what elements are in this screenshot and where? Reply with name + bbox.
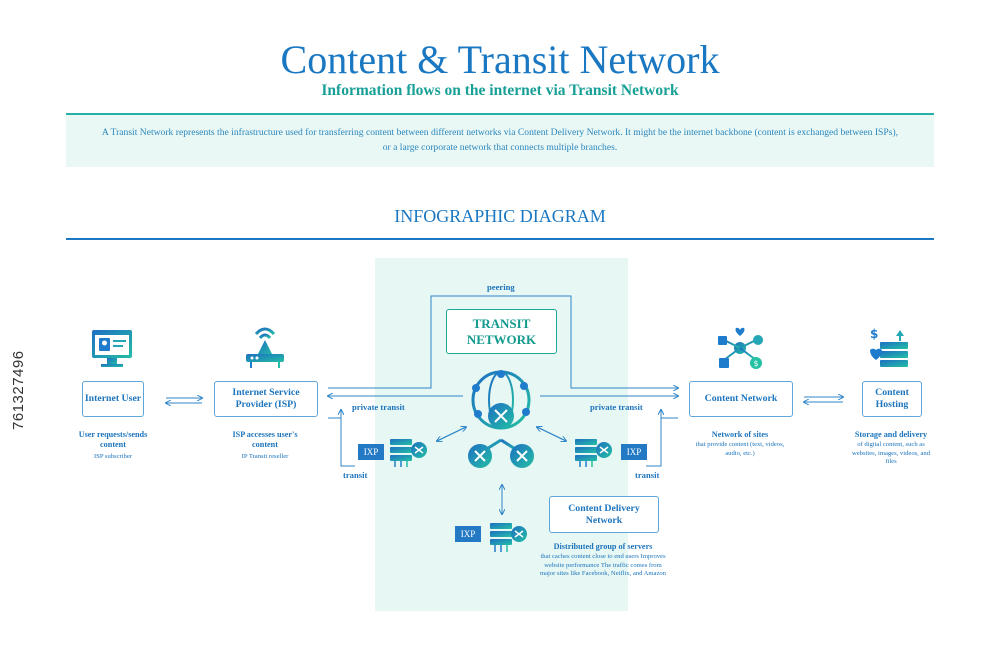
content-network-box: Content Network xyxy=(689,381,793,417)
ixp-badge: IXP xyxy=(621,444,647,460)
cdn-subcaption: that caches content close to end users I… xyxy=(540,553,666,577)
page-title: Content & Transit Network xyxy=(280,37,720,82)
svg-text:$: $ xyxy=(870,327,878,341)
ixp-badge: IXP xyxy=(455,526,481,542)
divider xyxy=(66,238,934,240)
cdn-box: Content Delivery Network xyxy=(549,496,659,533)
private-transit-label: private transit xyxy=(352,402,405,412)
private-transit-label: private transit xyxy=(590,402,643,412)
content-hosting-icon: $ xyxy=(870,327,908,367)
internet-user-box: Internet User xyxy=(82,381,144,417)
internet-user-caption: User requests/sends content xyxy=(78,430,148,449)
content-hosting-caption: Storage and delivery xyxy=(854,430,928,439)
server-switch-icon xyxy=(575,439,612,467)
content-network-icon: $ xyxy=(718,327,763,369)
content-network-subcaption: that provide content (text, videos, audi… xyxy=(695,441,785,457)
server-switch-icon xyxy=(490,523,527,552)
isp-subcaption: IP Transit reseller xyxy=(241,453,289,460)
isp-caption: ISP accesses user's content xyxy=(232,430,298,449)
server-switch-icon xyxy=(390,439,427,467)
content-hosting-subcaption: of digital content, such as websites, im… xyxy=(851,441,930,465)
svg-text:$: $ xyxy=(754,359,759,368)
description-band xyxy=(66,115,934,167)
description-text: A Transit Network represents the infrast… xyxy=(101,127,899,153)
section-title: INFOGRAPHIC DIAGRAM xyxy=(394,206,606,226)
transit-label: transit xyxy=(635,470,660,480)
transit-network-box: TRANSIT NETWORK xyxy=(446,309,557,354)
internet-user-subcaption: ISP subscriber xyxy=(93,453,133,460)
monitor-user-icon xyxy=(92,330,132,367)
transit-label: transit xyxy=(343,470,368,480)
globe-network-icon xyxy=(468,370,534,468)
isp-router-icon xyxy=(246,327,284,368)
isp-box: Internet Service Provider (ISP) xyxy=(214,381,318,417)
content-hosting-box: Content Hosting xyxy=(862,381,922,417)
divider xyxy=(66,113,934,115)
stock-id-stamp: 761327496 xyxy=(10,350,27,430)
peering-label: peering xyxy=(487,282,515,292)
cdn-caption: Distributed group of servers xyxy=(553,542,653,551)
ixp-badge: IXP xyxy=(358,444,384,460)
content-network-caption: Network of sites xyxy=(711,430,769,439)
page-subtitle: Information flows on the internet via Tr… xyxy=(321,82,679,99)
